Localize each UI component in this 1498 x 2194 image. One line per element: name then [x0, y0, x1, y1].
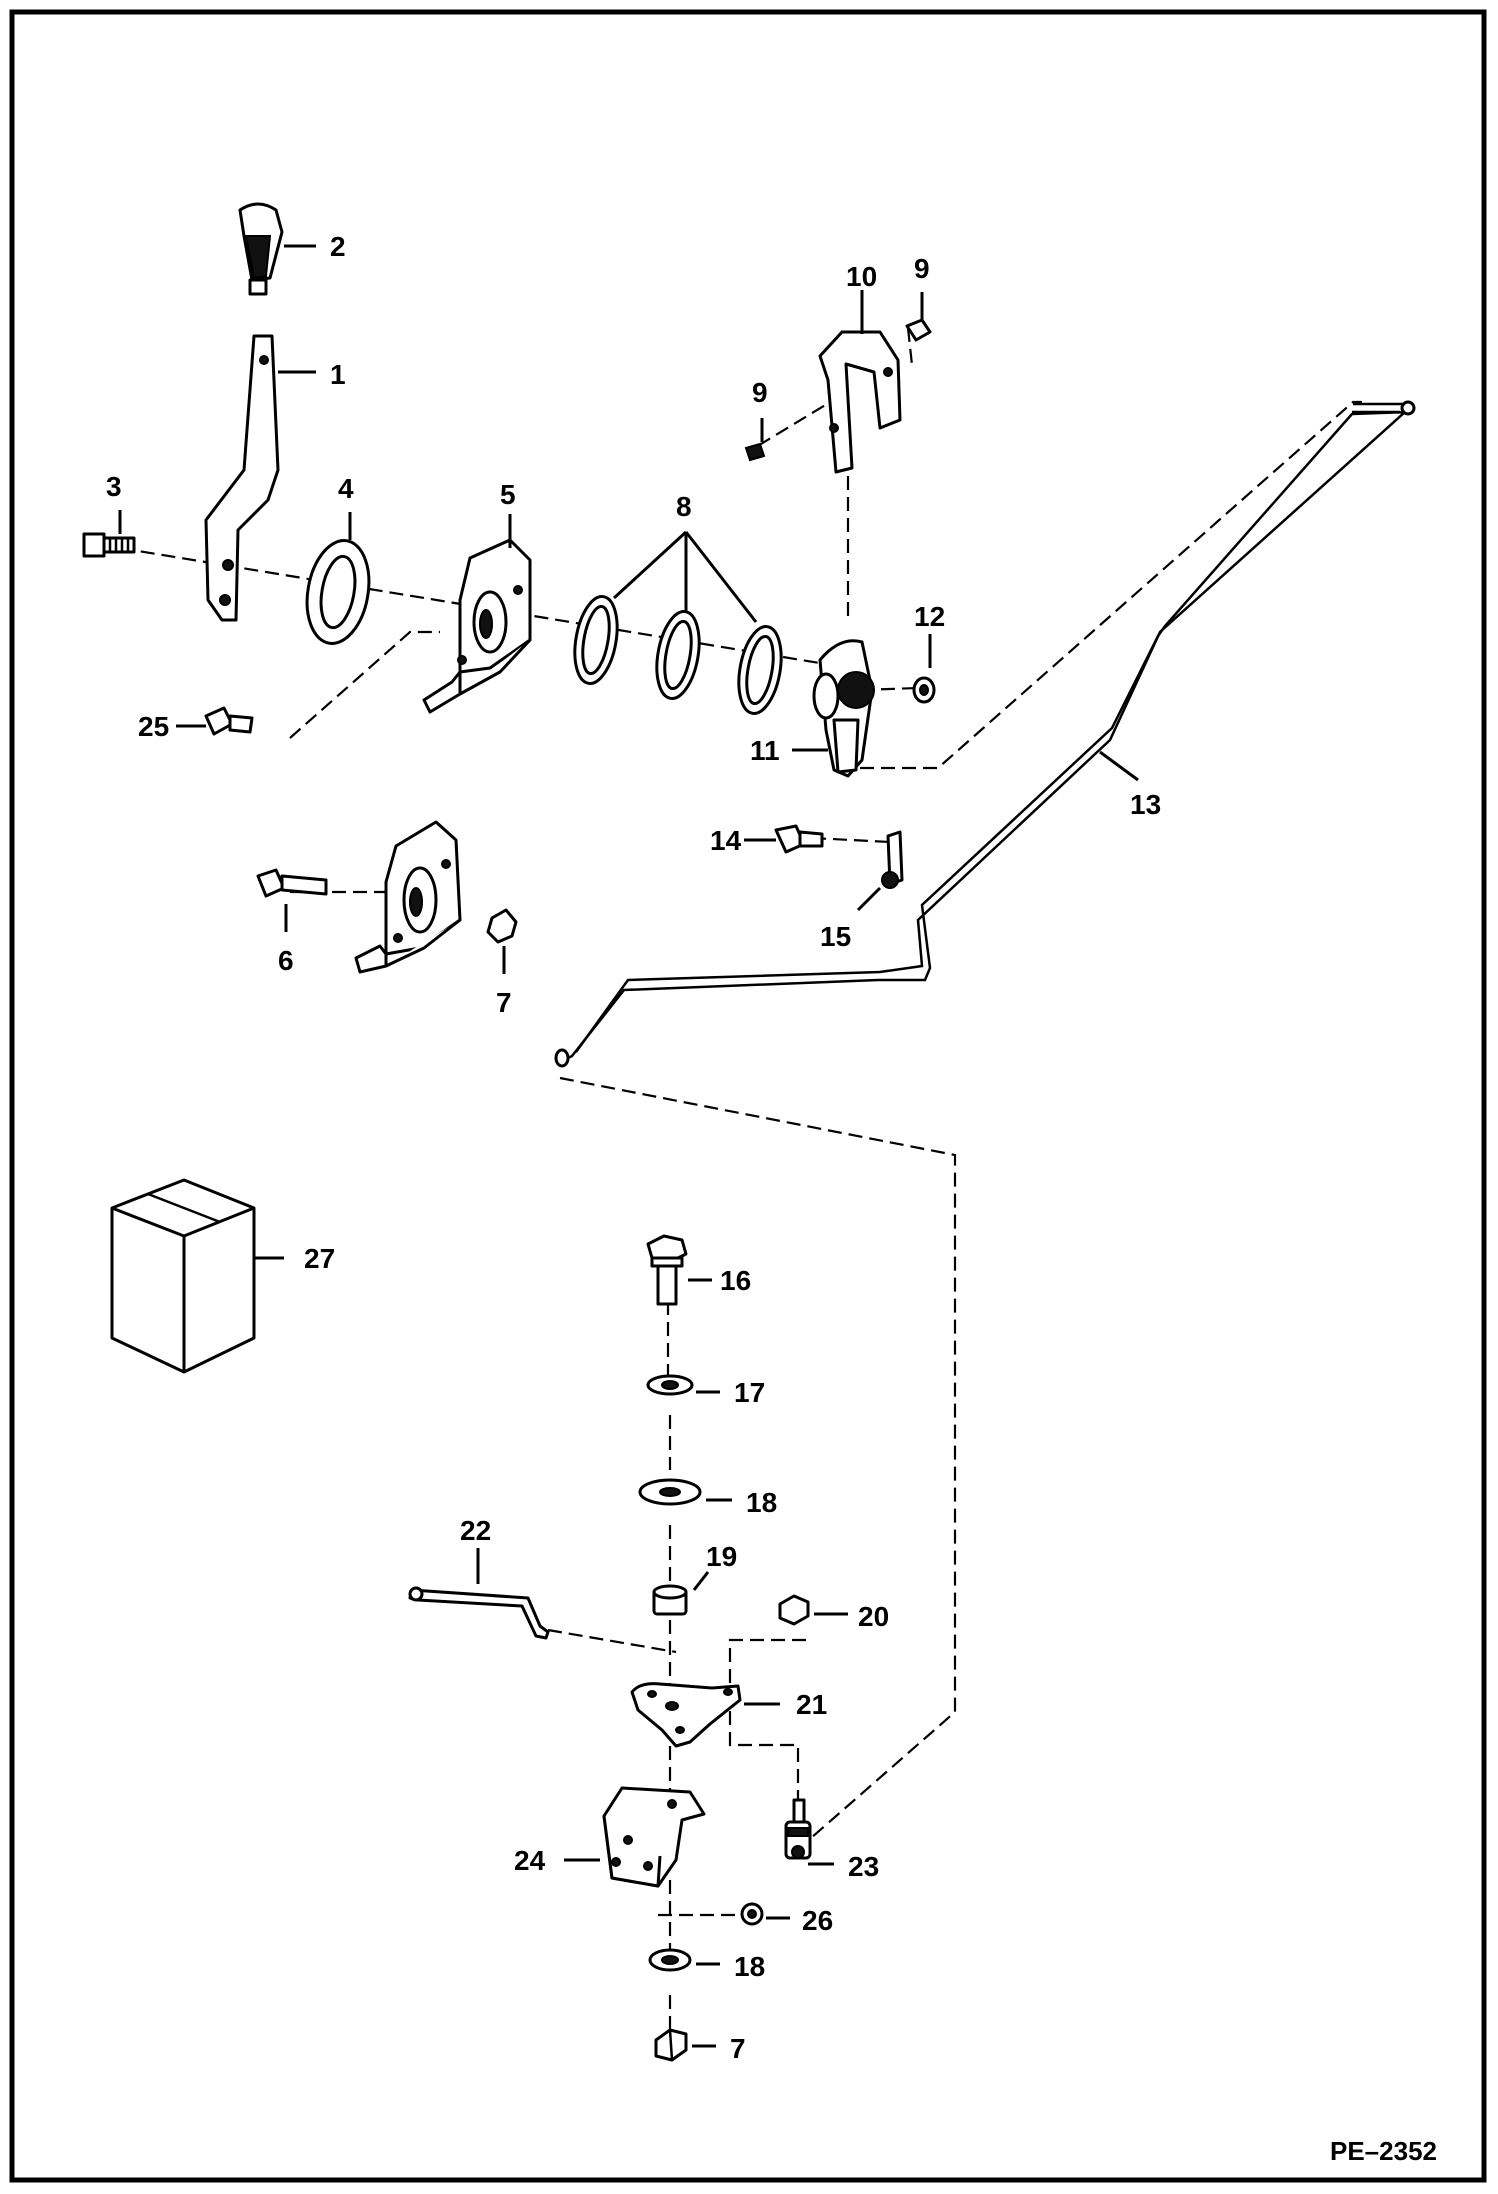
- lower-bracket: [354, 820, 462, 974]
- part-2-knob: [238, 202, 284, 296]
- part-9-pins: [744, 318, 932, 462]
- callout-10: 10: [846, 261, 877, 292]
- part-27-box: [110, 1178, 256, 1374]
- part-11-friction-assembly: [812, 639, 875, 778]
- part-22-link: [408, 1586, 550, 1640]
- callout-24: 24: [514, 1845, 546, 1876]
- callout-6: 6: [278, 945, 294, 976]
- callout-14: 14: [710, 825, 742, 856]
- callout-9b: 9: [752, 377, 768, 408]
- callout-9a: 9: [914, 253, 930, 284]
- callout-5: 5: [500, 479, 516, 510]
- callout-1: 1: [330, 359, 346, 390]
- callout-8: 8: [676, 491, 692, 522]
- part-8-washers: [573, 595, 783, 715]
- part-24-bracket: [602, 1786, 706, 1888]
- part-18-washer-upper: [638, 1478, 702, 1506]
- callout-2: 2: [330, 231, 346, 262]
- callout-17: 17: [734, 1377, 765, 1408]
- part-21-plate: [630, 1682, 742, 1748]
- part-23-rod-end: [784, 1798, 812, 1860]
- callout-12: 12: [914, 601, 945, 632]
- callout-15: 15: [820, 921, 851, 952]
- callout-7b: 7: [730, 2033, 746, 2064]
- callout-26: 26: [802, 1905, 833, 1936]
- part-10-bracket: [818, 330, 902, 474]
- part-18-washer-lower: [648, 1948, 692, 1972]
- callout-22: 22: [460, 1515, 491, 1546]
- part-12-nut: [912, 676, 936, 704]
- part-5-bracket: [422, 538, 532, 714]
- part-14-bolt: [774, 824, 824, 854]
- part-3-bolt: [82, 532, 136, 558]
- callout-16: 16: [720, 1265, 751, 1296]
- part-16-bolt: [646, 1234, 688, 1306]
- callout-18b: 18: [734, 1951, 765, 1982]
- part-13-rod: [554, 400, 1416, 1068]
- part-25-bolt: [204, 706, 254, 736]
- callout-27: 27: [304, 1243, 335, 1274]
- callout-21: 21: [796, 1689, 827, 1720]
- callout-7a: 7: [496, 987, 512, 1018]
- part-17-washer: [646, 1374, 694, 1396]
- leader-lines: [118, 244, 1139, 2048]
- callout-20: 20: [858, 1601, 889, 1632]
- callout-4: 4: [338, 473, 354, 504]
- part-20-nut: [778, 1594, 810, 1626]
- part-7-nut-lower: [654, 2028, 688, 2062]
- part-1-lever: [204, 334, 280, 622]
- part-6-bolt: [256, 868, 328, 898]
- callout-25: 25: [138, 711, 169, 742]
- callout-labels: 2 1 3 4 5 8 10 9 9 12 11 13 14 15 25 6 7…: [106, 231, 1437, 2166]
- callout-11: 11: [750, 735, 780, 766]
- callout-3: 3: [106, 471, 122, 502]
- drawing-code: PE–2352: [1330, 2136, 1437, 2166]
- callout-13: 13: [1130, 789, 1161, 820]
- assembly-lines: [119, 327, 1362, 2030]
- callout-19: 19: [706, 1541, 737, 1572]
- part-4-washer: [305, 539, 371, 645]
- page-border: [9, 9, 1487, 2183]
- callout-18a: 18: [746, 1487, 777, 1518]
- part-15-clip: [881, 830, 904, 889]
- callout-23: 23: [848, 1851, 879, 1882]
- part-7-nut-upper: [486, 908, 518, 944]
- part-26-nut: [740, 1902, 764, 1926]
- part-19-spacer: [652, 1584, 688, 1616]
